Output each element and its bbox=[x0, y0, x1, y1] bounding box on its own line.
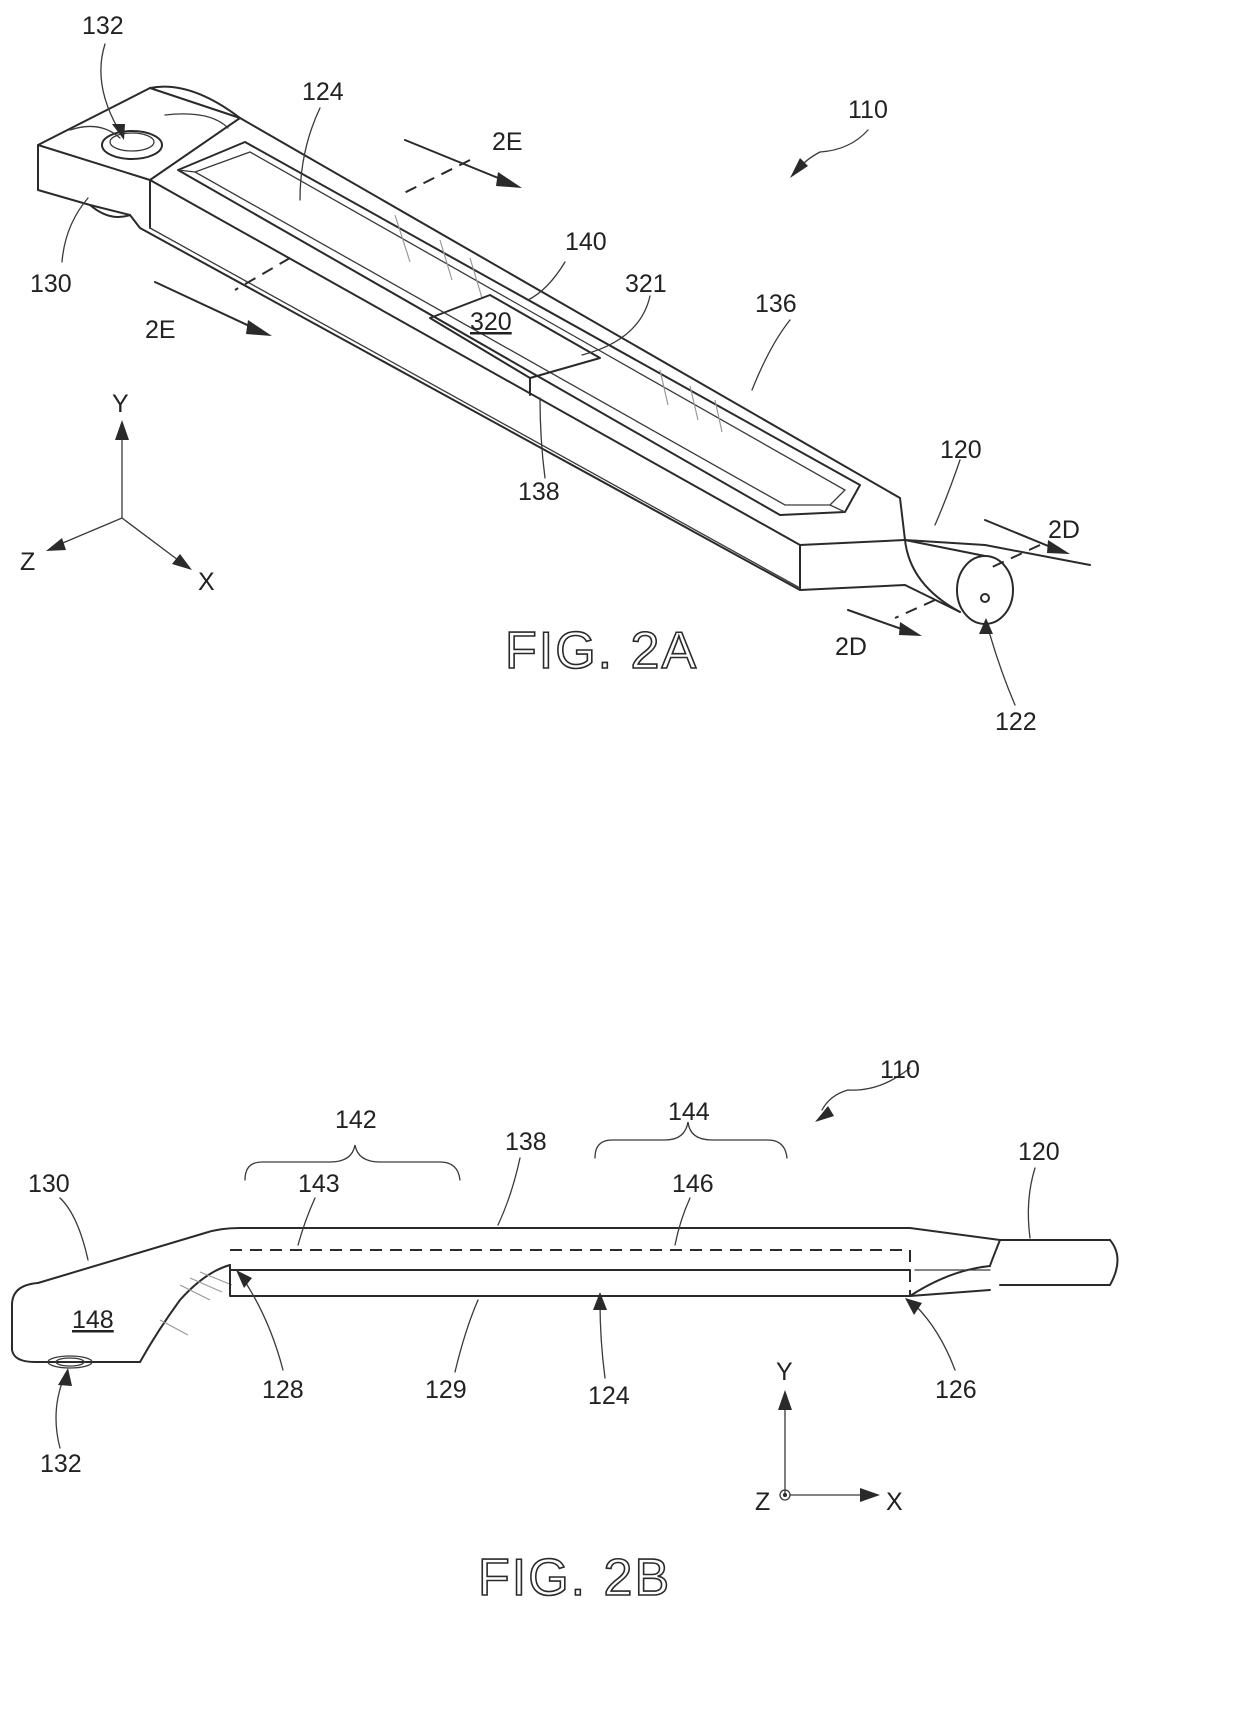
label-132: 132 bbox=[82, 12, 124, 40]
fig-2b-labels: 110 142 144 138 120 130 143 146 148 128 … bbox=[28, 1056, 1060, 1607]
axis-label-y: Y bbox=[776, 1358, 793, 1386]
label-148: 148 bbox=[72, 1306, 114, 1334]
label-2d-bottom: 2D bbox=[835, 633, 867, 661]
label-2e-top: 2E bbox=[492, 128, 523, 156]
label-321: 321 bbox=[625, 270, 667, 298]
fig-2a-section-line-2e bbox=[155, 140, 522, 336]
label-124: 124 bbox=[588, 1382, 630, 1410]
figure-title-2a: FIG. 2A bbox=[505, 622, 698, 680]
label-124: 124 bbox=[302, 78, 344, 106]
label-110: 110 bbox=[880, 1056, 920, 1084]
label-120: 120 bbox=[1018, 1138, 1060, 1166]
label-130: 130 bbox=[28, 1170, 70, 1198]
label-140: 140 bbox=[565, 228, 607, 256]
label-136: 136 bbox=[755, 290, 797, 318]
fig-2a-device-body bbox=[38, 87, 1090, 624]
label-142: 142 bbox=[335, 1106, 377, 1134]
label-126: 126 bbox=[935, 1376, 977, 1404]
axis-label-z: Z bbox=[20, 548, 35, 576]
label-138: 138 bbox=[505, 1128, 547, 1156]
figure-title-2b: FIG. 2B bbox=[478, 1549, 671, 1607]
label-2e-bottom: 2E bbox=[145, 316, 176, 344]
fig-2a-axis-triad bbox=[46, 420, 192, 570]
label-144: 144 bbox=[668, 1098, 710, 1126]
fig-2b: 110 142 144 138 120 130 143 146 148 128 … bbox=[12, 1056, 1118, 1607]
axis-label-y: Y bbox=[112, 390, 129, 418]
fig-2a: 110 132 124 2E 130 2E 140 320 321 136 13… bbox=[20, 12, 1090, 736]
fig-2a-labels: 110 132 124 2E 130 2E 140 320 321 136 13… bbox=[20, 12, 1080, 736]
label-320: 320 bbox=[470, 308, 512, 336]
label-122: 122 bbox=[995, 708, 1037, 736]
label-120: 120 bbox=[940, 436, 982, 464]
label-128: 128 bbox=[262, 1376, 304, 1404]
axis-label-z: Z bbox=[755, 1488, 770, 1516]
axis-label-x: X bbox=[198, 568, 215, 596]
label-146: 146 bbox=[672, 1170, 714, 1198]
label-110: 110 bbox=[848, 96, 888, 124]
label-130: 130 bbox=[30, 270, 72, 298]
fig-2b-leader-lines bbox=[56, 1068, 1035, 1448]
fig-2b-axis-triad bbox=[778, 1390, 880, 1502]
label-129: 129 bbox=[425, 1376, 467, 1404]
label-143: 143 bbox=[298, 1170, 340, 1198]
fig-2b-device-body bbox=[12, 1228, 1118, 1368]
label-2d-top: 2D bbox=[1048, 516, 1080, 544]
axis-label-x: X bbox=[886, 1488, 903, 1516]
label-138: 138 bbox=[518, 478, 560, 506]
label-132: 132 bbox=[40, 1450, 82, 1478]
